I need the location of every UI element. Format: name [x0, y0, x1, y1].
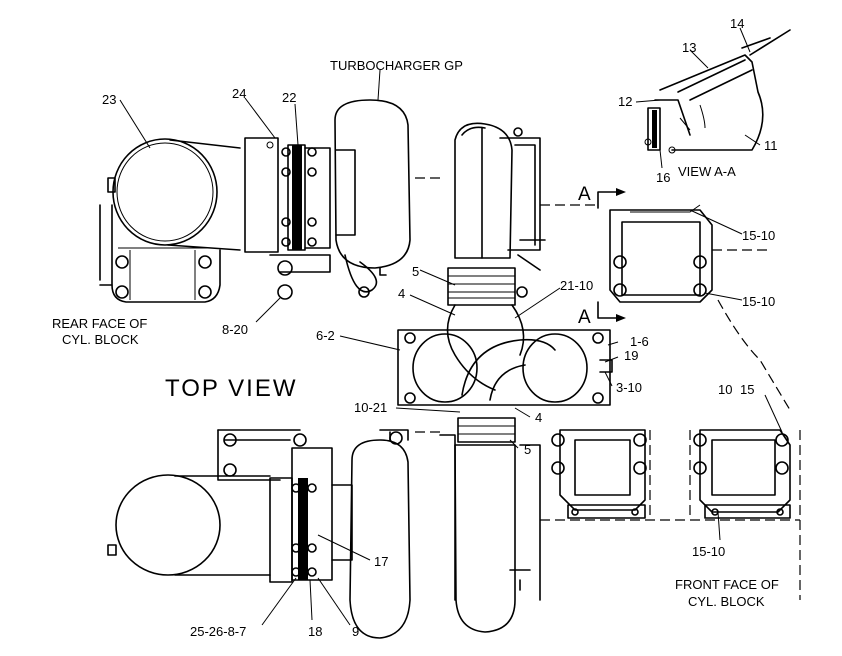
section-a-top: A: [578, 184, 591, 205]
callout-11: 11: [764, 138, 778, 153]
callout-5-lower: 5: [524, 442, 531, 457]
callout-21-10: 21-10: [560, 278, 593, 293]
callout-16: 16: [656, 170, 670, 185]
callout-25-26-8-7: 25-26-8-7: [190, 624, 246, 639]
lower-flange-assembly: [269, 447, 353, 583]
callout-15-10-lower: 15-10: [692, 544, 725, 559]
upper-center-pipe: [454, 122, 546, 298]
upper-clamp-5: [447, 267, 516, 306]
callout-8-20: 8-20: [222, 322, 248, 337]
section-marks: A A: [578, 184, 626, 328]
callout-13: 13: [682, 40, 696, 55]
rear-face-line2: CYL. BLOCK: [62, 332, 139, 347]
callout-3-10: 3-10: [616, 380, 642, 395]
lower-center-pipe: [439, 434, 541, 633]
lower-clamp-5: [457, 417, 516, 443]
upper-right-port: [609, 204, 791, 411]
callout-18: 18: [308, 624, 322, 639]
callout-10-21: 10-21: [354, 400, 387, 415]
view-a-a-label: VIEW A-A: [678, 164, 736, 179]
front-face-line2: CYL. BLOCK: [688, 594, 765, 609]
callout-24: 24: [232, 86, 246, 101]
callout-15: 15: [740, 382, 754, 397]
rear-face-line1: REAR FACE OF: [52, 316, 147, 331]
callout-1-6: 1-6: [630, 334, 649, 349]
turbocharger-group-label: TURBOCHARGER GP: [330, 58, 463, 73]
leader-lines: [119, 27, 783, 626]
view-a-a-detail: [644, 29, 791, 154]
section-a-bottom: A: [578, 307, 591, 328]
lower-right-ports: [540, 429, 801, 600]
callout-15-10-top: 15-10: [742, 228, 775, 243]
upper-turbocharger: [334, 99, 600, 298]
callout-10: 10: [718, 382, 732, 397]
callout-14: 14: [730, 16, 744, 31]
callout-6-2: 6-2: [316, 328, 335, 343]
callout-4-upper: 4: [398, 286, 405, 301]
lower-exhaust-elbow: [107, 429, 307, 576]
callout-15-10-mid: 15-10: [742, 294, 775, 309]
front-face-line1: FRONT FACE OF: [675, 577, 779, 592]
callout-19: 19: [624, 348, 638, 363]
callout-4-lower: 4: [535, 410, 542, 425]
callout-5-upper: 5: [412, 264, 419, 279]
upper-flange-assembly: [244, 137, 331, 300]
callout-22: 22: [282, 90, 296, 105]
callout-23: 23: [102, 92, 116, 107]
callout-17: 17: [374, 554, 388, 569]
lower-turbocharger: [349, 429, 445, 639]
callout-9: 9: [352, 624, 359, 639]
top-view-title: TOP VIEW: [165, 375, 297, 402]
center-y-pipe: [397, 304, 613, 406]
upper-exhaust-elbow: [99, 138, 241, 303]
callout-12: 12: [618, 94, 632, 109]
